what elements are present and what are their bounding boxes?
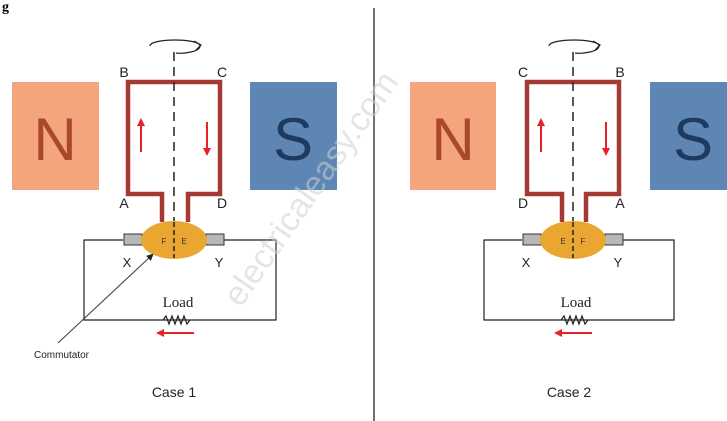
case-2-caption: Case 2: [547, 384, 592, 400]
corner-label-bottom-right: A: [615, 195, 625, 211]
corner-label-top-left: B: [119, 64, 128, 80]
corner-label-top-left: C: [518, 64, 528, 80]
segment-label-left: E: [560, 237, 565, 246]
corner-label-bottom-left: A: [119, 195, 129, 211]
north-pole-label: N: [431, 106, 474, 173]
south-pole-magnet: [250, 82, 337, 190]
brush-y: [604, 233, 624, 246]
load-resistor-icon: [162, 314, 191, 326]
corner-label-top-right: C: [217, 64, 227, 80]
north-pole-magnet: [12, 82, 99, 190]
rotation-arrowhead-icon: [193, 40, 202, 51]
brush-x: [123, 233, 143, 246]
segment-label-left: F: [162, 237, 167, 246]
load-label: Load: [163, 295, 194, 311]
south-pole-label: S: [273, 106, 313, 173]
commutator-pointer-arrow: [57, 253, 154, 344]
corner-label-bottom-right: D: [217, 195, 227, 211]
brush-label-y: Y: [215, 255, 224, 270]
brush-label-x: X: [123, 255, 132, 270]
south-pole-magnet: [650, 82, 727, 190]
brush-y: [205, 233, 225, 246]
north-pole-label: N: [33, 106, 76, 173]
case-2-panel: N S C B D A E F X Y Load: [410, 39, 727, 400]
commutator-label: Commutator: [34, 350, 90, 361]
corner-label-top-right: B: [615, 64, 624, 80]
corner-label-bottom-left: D: [518, 195, 528, 211]
north-pole-magnet: [410, 82, 496, 190]
load-resistor-icon: [560, 314, 589, 326]
external-circuit-wire: [483, 239, 675, 321]
south-pole-label: S: [673, 106, 713, 173]
rotation-icon: [149, 39, 201, 54]
case-1-caption: Case 1: [152, 384, 197, 400]
brush-x: [522, 233, 542, 246]
brush-label-x: X: [522, 255, 531, 270]
rotation-arrowhead-icon: [592, 40, 601, 51]
case-1-panel: N S B C A D F E X Y Load: [12, 39, 337, 400]
segment-label-right: F: [581, 237, 586, 246]
load-label: Load: [561, 295, 592, 311]
top-fragment-text: g: [2, 0, 9, 15]
segment-label-right: E: [181, 237, 186, 246]
rotation-icon: [548, 39, 600, 54]
brush-label-y: Y: [614, 255, 623, 270]
